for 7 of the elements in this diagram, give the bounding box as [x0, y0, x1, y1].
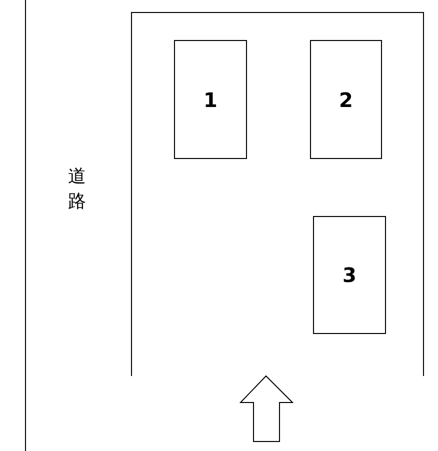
road-label: 道路	[68, 165, 86, 214]
space-number: 2	[339, 88, 353, 112]
parking-space-box	[310, 40, 382, 159]
parking-space-box	[313, 216, 386, 334]
space-number: 1	[204, 88, 218, 112]
parking-space-box	[174, 40, 247, 159]
space-number: 3	[342, 263, 356, 287]
